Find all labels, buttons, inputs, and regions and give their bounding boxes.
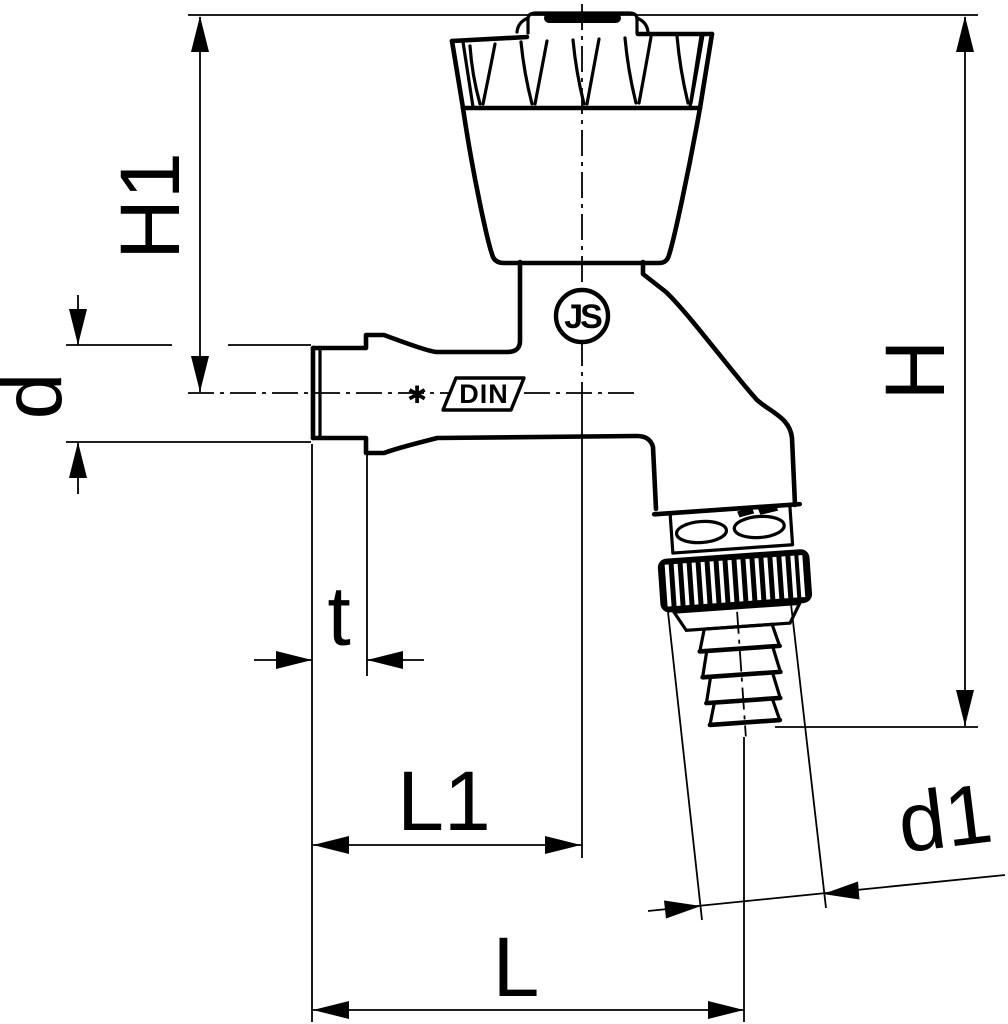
logo-monogram: JS [564, 298, 602, 336]
dim-h-arrow-up [956, 16, 974, 52]
dim-l-arrow-left [313, 1001, 349, 1019]
manufacturer-logo: JS [553, 287, 611, 345]
hose-union [651, 501, 813, 737]
din-badge: DIN [441, 376, 526, 412]
logo-circle [553, 287, 611, 345]
handle-cap-right-ear [635, 16, 650, 34]
union-fitting-right-window [732, 514, 786, 540]
dim-label-l1: L1 [397, 754, 490, 848]
union-fitting-left-window [674, 519, 729, 545]
dim-l1-arrow-left [313, 836, 349, 854]
dim-label-d1: d1 [893, 766, 997, 871]
dim-label-h: H [868, 340, 962, 401]
body-right-outline [640, 259, 798, 508]
union-nut [657, 549, 813, 613]
dim-l1-arrow-right [545, 836, 581, 854]
body-left-outline [310, 259, 523, 355]
dim-d-arrow-down [69, 309, 87, 345]
din-badge-text: DIN [459, 379, 509, 409]
valve-body: JS DIN ✱ [310, 259, 798, 512]
knurl-band-top-left [449, 34, 530, 44]
dim-d-arrow-up [69, 442, 87, 478]
dimension-label-group: H1 d t L1 L H d1 [0, 152, 997, 1014]
union-collar [671, 601, 803, 633]
d1-left-extension-line [667, 611, 703, 921]
reference-star-mark: ✱ [407, 381, 427, 409]
dim-h1-arrow-up [191, 16, 209, 52]
handle-skirt [460, 105, 703, 266]
knurl-band-left-inner [461, 40, 475, 109]
centerlines [188, 4, 640, 858]
hose-barb-ridges [697, 643, 783, 728]
tap-handle [449, 11, 715, 266]
dimension-lines [69, 16, 1006, 1019]
dim-h1-arrow-down [191, 356, 209, 392]
hose-barb [697, 622, 783, 728]
dim-label-h1: H1 [103, 152, 197, 259]
dim-l-arrow-right [708, 1001, 744, 1019]
handle-cap-left-ear [515, 16, 530, 34]
dim-d1-arrow-right [664, 900, 701, 919]
dim-d1-arrow-left [823, 881, 860, 900]
union-centerline [736, 611, 747, 737]
union-fitting-sides [668, 503, 795, 555]
knurl-band-right-edge [697, 31, 715, 111]
dim-label-d: d [0, 373, 79, 420]
body-bottom-outline [310, 433, 659, 512]
dim-t-arrow-left [367, 651, 403, 669]
extension-lines [66, 14, 978, 1022]
dim-h-arrow-down [956, 690, 974, 726]
dim-t-arrow-right [276, 651, 312, 669]
dim-label-t: t [327, 569, 350, 663]
union-clip-marks [737, 504, 779, 518]
knurl-band-left-edge [449, 38, 466, 111]
union-flange-face [651, 501, 803, 517]
din-badge-outline [441, 376, 526, 412]
d1-right-extension-line [790, 603, 827, 909]
dim-label-l: L [493, 920, 540, 1014]
knurl-flutes [468, 33, 705, 106]
union-nut-knurl-stripes [664, 555, 806, 607]
